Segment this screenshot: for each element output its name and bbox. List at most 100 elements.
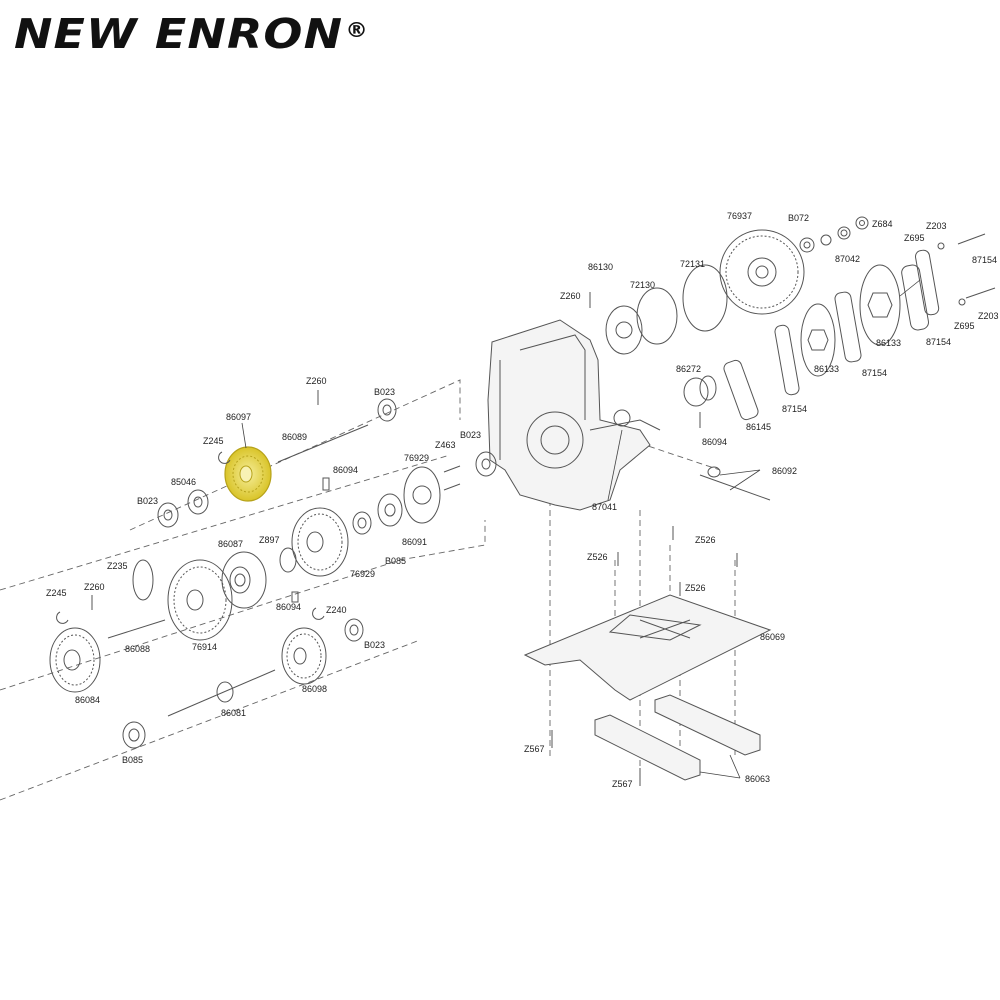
- label-z695-bottom: Z695: [954, 321, 975, 331]
- label-85046: 85046: [171, 477, 196, 487]
- label-86081: 86081: [221, 708, 246, 718]
- label-z245-top: Z245: [203, 436, 224, 446]
- bearing-b023-upper: [377, 398, 397, 422]
- label-87042: 87042: [835, 254, 860, 264]
- screws-z526: [617, 526, 738, 596]
- label-z463: Z463: [435, 440, 456, 450]
- screws-upper-right: [957, 233, 996, 299]
- label-87154-top: 87154: [972, 255, 997, 265]
- label-z526-mid: Z526: [685, 583, 706, 593]
- shaft-86089: [277, 424, 369, 463]
- label-86094-lower: 86094: [276, 602, 301, 612]
- gear-86098: [281, 627, 327, 685]
- plate-86069: [523, 594, 772, 701]
- pins-z463: [443, 465, 461, 491]
- label-72131: 72131: [680, 259, 705, 269]
- slipper-plates: [589, 264, 728, 355]
- gearbox-housing: [487, 319, 661, 511]
- label-z567-left: Z567: [524, 744, 545, 754]
- label-z203-bottom: Z203: [978, 311, 999, 321]
- clip-z245-lower: [56, 611, 69, 624]
- label-86098: 86098: [302, 684, 327, 694]
- label-z260-top: Z260: [560, 291, 581, 301]
- part-labels: 76937 B072 Z684 Z203 Z695 87042 87154 86…: [46, 211, 999, 789]
- label-z260-mid: Z260: [306, 376, 327, 386]
- bearings-upper-right: [799, 216, 966, 306]
- gear-76929: [291, 507, 349, 577]
- label-86069: 86069: [760, 632, 785, 642]
- label-b023-lower: B023: [364, 640, 385, 650]
- washer-z897: [279, 547, 297, 573]
- label-b085-lower: B085: [122, 755, 143, 765]
- clip-z245-upper: [218, 451, 231, 464]
- label-76929-bottom: 76929: [350, 569, 375, 579]
- shaft-86081: [167, 669, 276, 717]
- rails-86063: [594, 694, 761, 781]
- label-87154-right: 87154: [926, 337, 951, 347]
- label-86088: 86088: [125, 644, 150, 654]
- label-z897: Z897: [259, 535, 280, 545]
- label-86091: 86091: [402, 537, 427, 547]
- label-b023-top: B023: [374, 387, 395, 397]
- label-86097: 86097: [226, 412, 251, 422]
- label-86130: 86130: [588, 262, 613, 272]
- label-z245-left: Z245: [46, 588, 67, 598]
- label-86145: 86145: [746, 422, 771, 432]
- bearing-b085-lower: [122, 721, 146, 749]
- label-86092: 86092: [772, 466, 797, 476]
- clip-z240: [312, 607, 325, 620]
- label-z684: Z684: [872, 219, 893, 229]
- bearing-b023-lower: [344, 618, 364, 642]
- label-z203-top: Z203: [926, 221, 947, 231]
- highlighted-gear-86097: [224, 446, 272, 502]
- bearing-b085-mid: [352, 511, 372, 535]
- label-86094-right: 86094: [702, 437, 727, 447]
- label-86087: 86087: [218, 539, 243, 549]
- label-87041: 87041: [592, 502, 617, 512]
- label-86133-right: 86133: [876, 338, 901, 348]
- label-86272: 86272: [676, 364, 701, 374]
- label-86133-left: 86133: [814, 364, 839, 374]
- setscrew-86094-lower: [291, 591, 299, 603]
- registered-mark: ®: [345, 18, 369, 42]
- screws-z567: [551, 730, 641, 786]
- plate-76929: [403, 466, 441, 524]
- label-b072: B072: [788, 213, 809, 223]
- label-76937: 76937: [727, 211, 752, 221]
- hub-86091: [377, 493, 403, 527]
- bearing-b023-left: [157, 502, 179, 528]
- label-72130: 72130: [630, 280, 655, 290]
- label-z240: Z240: [326, 605, 347, 615]
- gear-86084: [49, 627, 101, 693]
- label-z526-left: Z526: [587, 552, 608, 562]
- axle-86092: [699, 466, 771, 501]
- label-z695-top: Z695: [904, 233, 925, 243]
- shaft-86088: [107, 619, 166, 639]
- spacer-85046: [187, 489, 209, 515]
- label-b023-mid: B023: [460, 430, 481, 440]
- gear-86087: [221, 551, 267, 609]
- label-76929-top: 76929: [404, 453, 429, 463]
- label-z567-bottom: Z567: [612, 779, 633, 789]
- label-76914: 76914: [192, 642, 217, 652]
- spur-gear-76937: [719, 229, 805, 315]
- label-86084: 86084: [75, 695, 100, 705]
- brand-name: NEW ENRON: [14, 10, 344, 58]
- label-87154-mid: 87154: [862, 368, 887, 378]
- setscrew-86094: [322, 477, 330, 491]
- label-86094-mid: 86094: [333, 465, 358, 475]
- label-86063: 86063: [745, 774, 770, 784]
- bearing-b023-mid: [475, 451, 497, 477]
- label-z235: Z235: [107, 561, 128, 571]
- label-z526-right: Z526: [695, 535, 716, 545]
- gear-76914: [167, 559, 233, 641]
- label-z260-left: Z260: [84, 582, 105, 592]
- label-87154-low: 87154: [782, 404, 807, 414]
- label-b085-mid: B085: [385, 556, 406, 566]
- brake-discs: [774, 249, 940, 396]
- brand-logo: NEW ENRON®: [14, 6, 369, 62]
- clip-z235: [132, 559, 154, 601]
- leader-lines: [241, 279, 921, 779]
- label-86089: 86089: [282, 432, 307, 442]
